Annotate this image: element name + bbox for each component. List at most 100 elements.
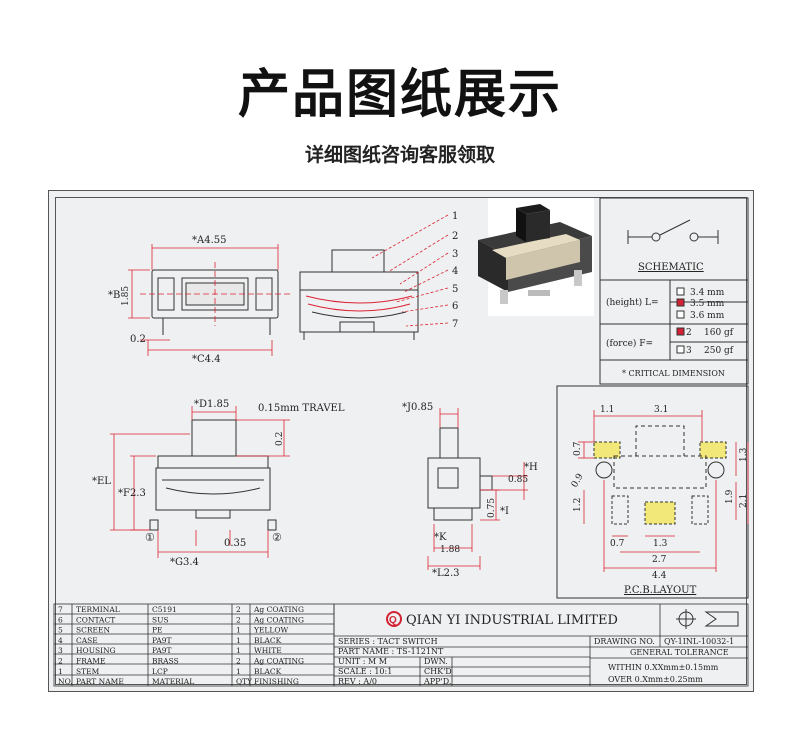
bom-cell-part: HOUSING: [76, 646, 116, 655]
callout-numbers: 1 2 3 4 5 6 7: [452, 211, 458, 330]
bom-cell-part: STEM: [76, 667, 100, 676]
bom-cell-material: SUS: [152, 615, 169, 624]
callout-1: 1: [452, 211, 458, 222]
series-text: SERIES : TACT SWITCH: [338, 637, 438, 646]
dim-035-label: 0.35: [224, 538, 246, 549]
pcb-dim-bottom-1: 0.7: [610, 539, 625, 549]
dwn-text: DWN.: [424, 657, 448, 666]
page-title: 产品图纸展示: [237, 65, 562, 125]
bom-cell-finish: Ag COATING: [253, 605, 304, 614]
pcb-dim-bottom-3: 2.7: [652, 555, 667, 565]
front-view: [110, 406, 290, 558]
bom-cell-qty: 1: [236, 626, 241, 635]
dim-d-label: *D1.85: [194, 399, 229, 410]
callout-leaders: [371, 214, 449, 327]
pcb-dim-top-2: 3.1: [654, 405, 668, 415]
dim-k-label: *K: [434, 532, 447, 543]
bom-cell-no: 5: [58, 626, 63, 635]
bom-cell-qty: 1: [236, 667, 241, 676]
dim-j-label: *J0.85: [402, 402, 433, 413]
bom-cell-material: PE: [152, 626, 163, 635]
bom-cell-part: CONTACT: [76, 615, 115, 624]
callout-3: 3: [452, 249, 458, 260]
dim-b-value: 1.85: [121, 286, 131, 306]
pcb-dim-right-2: 1.9: [725, 489, 735, 504]
bom-cell-qty: QTY: [236, 677, 253, 686]
pcb-layout-label: P.C.B.LAYOUT: [624, 585, 697, 596]
callout-2: 2: [452, 231, 458, 242]
drawing-border: [55, 197, 747, 685]
company-logo: Q: [386, 611, 402, 627]
height-checkbox-2: [676, 298, 685, 307]
bom-cell-part: FRAME: [76, 657, 105, 666]
bom-cell-finish: Ag COATING: [253, 657, 304, 666]
force-num-2: 2: [686, 328, 692, 338]
logo-letter: Q: [389, 615, 397, 626]
rev-text: REV : A/0: [338, 677, 377, 686]
top-view: [128, 244, 290, 356]
bom-cell-material: MATERIAL: [152, 677, 194, 686]
pcb-dim-left-1: 0.7: [573, 441, 583, 456]
height-label: (height) L=: [606, 297, 659, 308]
tolerance-over: OVER 0.Xmm±0.25mm: [608, 675, 703, 684]
company-name: QIAN YI INDUSTRIAL LIMITED: [406, 613, 618, 628]
chkd-text: CHK'D: [424, 667, 452, 676]
scale-text: SCALE : 10:1: [338, 667, 392, 676]
terminal-mark-1: ①: [145, 531, 155, 544]
bom-cell-no: 4: [58, 636, 63, 645]
bom-cell-no: 6: [58, 615, 63, 624]
dim-h-label: *H: [524, 462, 538, 473]
bom-cell-no: 1: [58, 667, 63, 676]
dim-l-label: *L2.3: [432, 568, 460, 579]
drawing-no-label: DRAWING NO.: [594, 637, 655, 646]
force-checkbox-3: [676, 345, 685, 354]
pcb-dim-bottom-4: 4.4: [652, 571, 667, 581]
bom-cell-material: LCP: [152, 667, 168, 676]
bom-cell-material: C5191: [152, 605, 177, 614]
force-checkbox-2: [676, 327, 685, 336]
dim-pin-label: 0.2: [130, 334, 146, 345]
pcb-layout: [556, 385, 749, 599]
dim-075-value: 0.75: [487, 498, 497, 518]
critical-dimension-note: * CRITICAL DIMENSION: [622, 369, 725, 378]
height-checkbox-1: [676, 287, 685, 296]
bom-cell-qty: 1: [236, 636, 241, 645]
callout-5: 5: [452, 284, 458, 295]
bom-cell-part: TERMINAL: [76, 605, 120, 614]
bom-cell-material: BRASS: [152, 657, 179, 666]
callout-6: 6: [452, 301, 458, 312]
dim-085-value: 0.85: [508, 475, 528, 485]
dim-i-label: *I: [500, 506, 509, 517]
force-value-3: 250 gf: [704, 346, 734, 356]
pcb-dim-bottom-2: 1.3: [653, 539, 668, 549]
bom-cell-finish: Ag COATING: [253, 615, 304, 624]
side-view: [427, 408, 528, 570]
projection-symbol: [676, 609, 739, 629]
part-name-text: PART NAME : TS-1121NT: [338, 647, 444, 656]
title-block-grid: [333, 603, 749, 687]
bom-cell-finish: WHITE: [254, 646, 282, 655]
bom-cell-part: PART NAME: [76, 677, 124, 686]
travel-label: 0.15mm TRAVEL: [258, 403, 345, 414]
bom-cell-material: PA9T: [152, 646, 172, 655]
force-label: (force) F=: [606, 338, 653, 349]
bom-cell-no: NO.: [58, 677, 73, 686]
force-value-2: 160 gf: [704, 328, 734, 338]
height-value-1: 3.4 mm: [690, 288, 725, 298]
section-view: [299, 249, 419, 340]
appd-text: APP'D.: [423, 677, 451, 686]
page-subtitle: 详细图纸咨询客服领取: [304, 144, 495, 166]
bom-cell-part: SCREEN: [76, 626, 110, 635]
drawing-no-value: QY-1INL-10032-1: [664, 637, 734, 646]
schematic-label: SCHEMATIC: [638, 262, 704, 273]
dim-02-value: 0.2: [275, 432, 285, 446]
tolerance-within: WITHIN 0.XXmm±0.15mm: [608, 663, 719, 672]
terminal-mark-2: ②: [272, 531, 282, 544]
height-checkbox-3: [676, 310, 685, 319]
height-options: 3.4 mm 3.5 mm 3.6 mm: [676, 287, 725, 321]
bom-cell-part: CASE: [76, 636, 98, 645]
pcb-dim-right-3: 2.1: [739, 494, 749, 508]
pcb-dim-right-1: 1.3: [739, 447, 749, 462]
